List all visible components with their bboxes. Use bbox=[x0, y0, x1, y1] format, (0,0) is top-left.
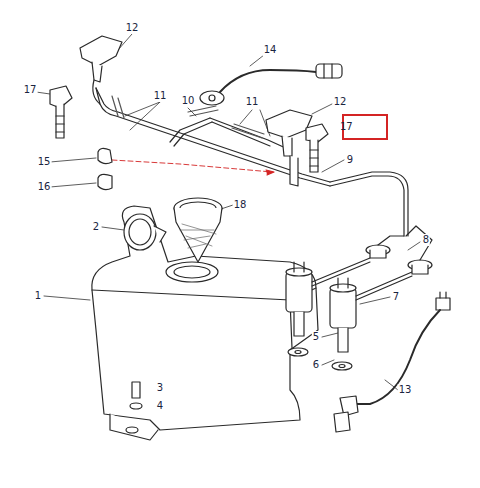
callout-number: 15 bbox=[37, 156, 52, 168]
callout-number: 11 bbox=[153, 90, 168, 102]
callout-number: 18 bbox=[233, 199, 248, 211]
callout-number: 1 bbox=[34, 290, 42, 302]
callout-number: 10 bbox=[181, 95, 196, 107]
callout-number: 8 bbox=[422, 234, 430, 246]
callout-number: 7 bbox=[392, 291, 400, 303]
callout-number: 11 bbox=[245, 96, 260, 108]
callout-number: 2 bbox=[92, 221, 100, 233]
callout-number: 6 bbox=[312, 359, 320, 371]
callout-number: 4 bbox=[156, 400, 164, 412]
highlight-box: 17 bbox=[342, 114, 388, 140]
callout-number: 14 bbox=[263, 44, 278, 56]
callout-number: 12 bbox=[125, 22, 140, 34]
callout-number: 3 bbox=[156, 382, 164, 394]
callout-number: 17 bbox=[23, 84, 38, 96]
callout-number: 16 bbox=[37, 181, 52, 193]
callout-number: 17 bbox=[340, 121, 382, 133]
callout-number: 5 bbox=[312, 331, 320, 343]
callout-number: 13 bbox=[398, 384, 413, 396]
callout-number: 9 bbox=[346, 154, 354, 166]
callout-number: 12 bbox=[333, 96, 348, 108]
